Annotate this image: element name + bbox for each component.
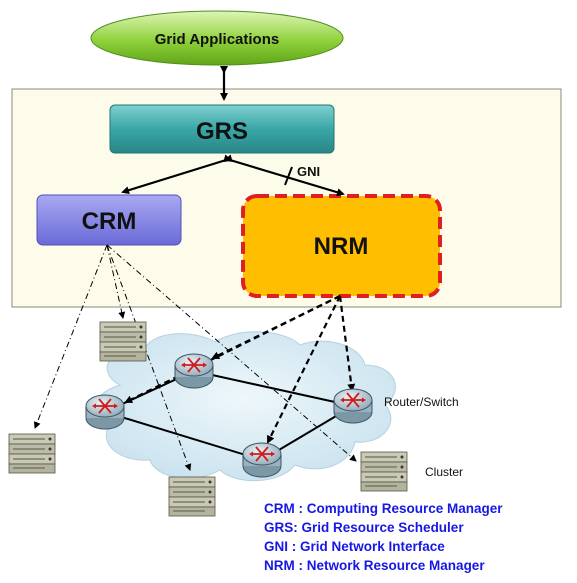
grs-crm-arrow: [121, 154, 233, 195]
legend: CRM : Computing Resource Manager GRS: Gr…: [264, 499, 577, 575]
legend-row-grs: GRS: Grid Resource Scheduler: [264, 518, 577, 537]
nrm-node: [241, 194, 442, 298]
legend-row-gni: GNI : Grid Network Interface: [264, 537, 577, 556]
crm-server-links: [33, 244, 357, 471]
legend-text: Network Resource Manager: [306, 558, 485, 573]
grs-node: [109, 104, 335, 154]
server-rack-icon: [360, 451, 408, 492]
legend-row-nrm: NRM : Network Resource Manager: [264, 556, 577, 575]
legend-abbr: NRM :: [264, 558, 303, 573]
legend-abbr: CRM :: [264, 501, 303, 516]
router-icon: [242, 442, 282, 478]
server-rack-icon: [8, 433, 56, 474]
legend-abbr: GRS:: [264, 520, 298, 535]
legend-row-crm: CRM : Computing Resource Manager: [264, 499, 577, 518]
network-cloud: [92, 331, 396, 482]
grid-applications-node: [90, 10, 344, 66]
router-switch-label: Router/Switch: [384, 395, 459, 409]
grs-label: GRS: [196, 118, 248, 145]
nrm-router-links: [124, 295, 356, 444]
gni-label: GNI: [297, 164, 320, 179]
legend-text: Grid Resource Scheduler: [301, 520, 464, 535]
server-rack-icon: [168, 476, 216, 517]
router-icon: [174, 353, 214, 389]
grs-nrm-arrow: [223, 154, 345, 197]
crm-label: CRM: [82, 208, 137, 235]
router-icon: [333, 388, 373, 424]
legend-text: Computing Resource Manager: [306, 501, 503, 516]
crm-node: [36, 194, 182, 246]
legend-abbr: GNI :: [264, 539, 297, 554]
nrm-label: NRM: [314, 233, 369, 260]
cluster-label: Cluster: [425, 465, 463, 479]
legend-text: Grid Network Interface: [300, 539, 445, 554]
grid-applications-label: Grid Applications: [155, 31, 279, 48]
server-rack-icon: [99, 321, 147, 362]
gni-slash: [284, 166, 293, 186]
router-icon: [85, 394, 125, 430]
